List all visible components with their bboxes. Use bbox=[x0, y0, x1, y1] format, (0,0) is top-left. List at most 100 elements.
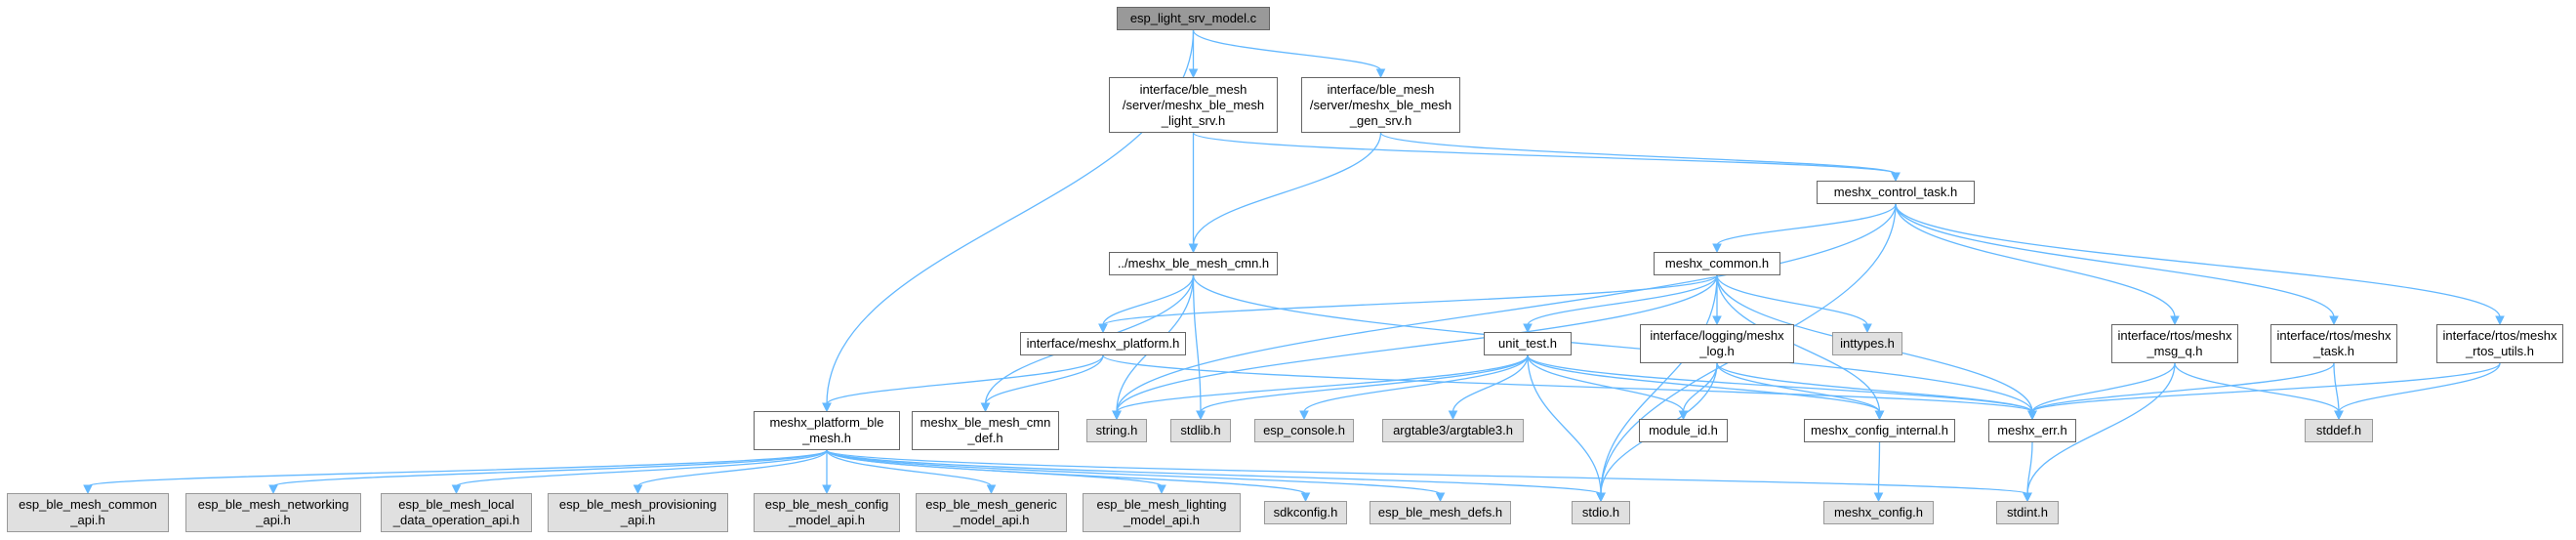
edge-meshx_platform-to-platform_ble bbox=[826, 354, 1104, 405]
arrowhead-meshx_common-to-inttypes bbox=[1862, 323, 1872, 334]
edge-meshx_common-to-string bbox=[1116, 274, 1718, 413]
node-meshx-rtos-utils-h[interactable]: interface/rtos/meshx _rtos_utils.h bbox=[2436, 324, 2563, 363]
edge-meshx_err-to-stdint bbox=[2026, 441, 2033, 495]
arrowhead-meshx_err-to-stdint bbox=[2023, 492, 2032, 503]
arrowhead-control_task-to-meshx_common bbox=[1712, 243, 1722, 254]
arrowhead-platform_ble-to-lighting_model_api bbox=[1157, 484, 1166, 495]
arrowhead-logging-to-config_internal bbox=[1874, 410, 1885, 421]
node-meshx-ble-mesh-light-srv-h[interactable]: interface/ble_mesh /server/meshx_ble_mes… bbox=[1109, 77, 1278, 133]
node-esp-ble-mesh-generic-model-api-h[interactable]: esp_ble_mesh_generic _model_api.h bbox=[916, 493, 1067, 532]
edge-gen_srv-to-control_task bbox=[1379, 132, 1897, 175]
node-meshx-err-h[interactable]: meshx_err.h bbox=[1988, 419, 2076, 442]
node-sdkconfig-h[interactable]: sdkconfig.h bbox=[1264, 501, 1347, 524]
edge-platform_ble-to-generic_model_api bbox=[826, 449, 993, 487]
edge-unit_test-to-module_id bbox=[1527, 354, 1685, 413]
node-meshx-config-h[interactable]: meshx_config.h bbox=[1823, 501, 1934, 524]
arrowhead-platform_ble-to-generic_model_api bbox=[986, 484, 997, 495]
node-esp-ble-mesh-provisioning-api-h[interactable]: esp_ble_mesh_provisioning _api.h bbox=[548, 493, 728, 532]
edge-platform_ble-to-defs bbox=[826, 449, 1442, 495]
arrowhead-platform_ble-to-defs bbox=[1435, 492, 1446, 503]
node-esp-ble-mesh-defs-h[interactable]: esp_ble_mesh_defs.h bbox=[1370, 501, 1511, 524]
node-esp-console-h[interactable]: esp_console.h bbox=[1254, 419, 1354, 442]
node-meshx-control-task-h[interactable]: meshx_control_task.h bbox=[1817, 181, 1975, 204]
arrowhead-rtos_utils-to-meshx_err bbox=[2027, 410, 2037, 421]
edge-platform_ble-to-common_api bbox=[87, 449, 828, 487]
edge-meshx_common-to-unit_test bbox=[1527, 274, 1718, 326]
arrowhead-control_task-to-rtos_utils bbox=[2495, 315, 2505, 326]
node-meshx-ble-mesh-gen-srv-h[interactable]: interface/ble_mesh /server/meshx_ble_mes… bbox=[1301, 77, 1460, 133]
edge-unit_test-to-config_internal bbox=[1527, 354, 1881, 413]
arrowhead-gen_srv-to-ble_mesh_cmn bbox=[1188, 243, 1199, 254]
arrowhead-unit_test-to-argtable3 bbox=[1448, 410, 1458, 421]
node-meshx-platform-h[interactable]: interface/meshx_platform.h bbox=[1020, 332, 1186, 355]
arrowhead-platform_ble-to-config_model_api bbox=[822, 484, 832, 495]
arrowhead-control_task-to-rtos_task bbox=[2329, 315, 2339, 326]
edge-control_task-to-rtos_task bbox=[1895, 203, 2335, 318]
edge-logging-to-config_internal bbox=[1716, 362, 1881, 413]
node-meshx-msg-q-h[interactable]: interface/rtos/meshx _msg_q.h bbox=[2111, 324, 2238, 363]
node-module-id-h[interactable]: module_id.h bbox=[1639, 419, 1728, 442]
edge-meshx_common-to-meshx_platform bbox=[1102, 274, 1718, 326]
arrowhead-meshx_common-to-unit_test bbox=[1523, 323, 1533, 334]
edge-ble_mesh_cmn-to-stdlib bbox=[1192, 274, 1202, 413]
node-stdlib-h[interactable]: stdlib.h bbox=[1170, 419, 1231, 442]
arrowhead-platform_ble-to-provisioning_api bbox=[633, 484, 643, 495]
node-meshx-platform-ble-mesh-h[interactable]: meshx_platform_ble _mesh.h bbox=[754, 411, 900, 450]
edge-platform_ble-to-provisioning_api bbox=[636, 449, 828, 487]
node-meshx-config-internal-h[interactable]: meshx_config_internal.h bbox=[1804, 419, 1955, 442]
node-unit-test-h[interactable]: unit_test.h bbox=[1484, 332, 1572, 355]
edge-control_task-to-string bbox=[1116, 203, 1897, 413]
node-esp-ble-mesh-common-api-h[interactable]: esp_ble_mesh_common _api.h bbox=[7, 493, 169, 532]
node-meshx-task-h[interactable]: interface/rtos/meshx _task.h bbox=[2270, 324, 2397, 363]
edge-unit_test-to-stdio bbox=[1527, 354, 1602, 495]
edge-unit_test-to-esp_console bbox=[1303, 354, 1529, 413]
edge-control_task-to-msg_q bbox=[1895, 203, 2176, 318]
arrowhead-meshx_common-to-meshx_platform bbox=[1098, 323, 1108, 334]
node-string-h[interactable]: string.h bbox=[1086, 419, 1147, 442]
arrowhead-rtos_utils-to-stddef bbox=[2334, 410, 2344, 421]
edge-platform_ble-to-networking_api bbox=[272, 449, 828, 487]
edge-meshx_common-to-stdio bbox=[1600, 274, 1718, 495]
node-stddef-h[interactable]: stddef.h bbox=[2305, 419, 2373, 442]
arrowhead-control_task-to-msg_q bbox=[2170, 315, 2180, 326]
node-inttypes-h[interactable]: inttypes.h bbox=[1832, 332, 1902, 355]
node-stdio-h[interactable]: stdio.h bbox=[1572, 501, 1630, 524]
edge-meshx_platform-to-meshx_err bbox=[1102, 354, 2033, 413]
arrowhead-root-to-light_srv bbox=[1188, 68, 1199, 79]
arrowhead-unit_test-to-stdlib bbox=[1196, 410, 1206, 421]
edge-meshx_common-to-inttypes bbox=[1716, 274, 1868, 326]
edge-rtos_task-to-stddef bbox=[2333, 362, 2340, 413]
node-argtable3-h[interactable]: argtable3/argtable3.h bbox=[1382, 419, 1524, 442]
node-meshx-ble-mesh-cmn-h[interactable]: ../meshx_ble_mesh_cmn.h bbox=[1109, 252, 1278, 275]
edge-root-to-gen_srv bbox=[1192, 29, 1382, 71]
arrowhead-platform_ble-to-sdkconfig bbox=[1300, 492, 1311, 503]
edge-control_task-to-rtos_utils bbox=[1895, 203, 2501, 318]
edge-unit_test-to-argtable3 bbox=[1452, 354, 1529, 413]
edge-config_internal-to-meshx_config bbox=[1877, 441, 1881, 495]
edge-meshx_platform-to-cmn_def bbox=[984, 354, 1104, 405]
edge-msg_q-to-stdint bbox=[2026, 362, 2176, 495]
edge-rtos_utils-to-stddef bbox=[2338, 362, 2501, 413]
arrowhead-gen_srv-to-control_task bbox=[1891, 172, 1901, 183]
edge-platform_ble-to-sdkconfig bbox=[826, 449, 1307, 495]
arrowhead-unit_test-to-esp_console bbox=[1299, 410, 1309, 421]
edge-msg_q-to-meshx_err bbox=[2031, 362, 2176, 413]
node-esp-ble-mesh-networking-api-h[interactable]: esp_ble_mesh_networking _api.h bbox=[185, 493, 361, 532]
node-esp-light-srv-model-c[interactable]: esp_light_srv_model.c bbox=[1117, 7, 1270, 30]
node-esp-ble-mesh-lighting-model-api-h[interactable]: esp_ble_mesh_lighting _model_api.h bbox=[1083, 493, 1241, 532]
arrowhead-meshx_common-to-logging bbox=[1712, 315, 1722, 326]
node-esp-ble-mesh-config-model-api-h[interactable]: esp_ble_mesh_config _model_api.h bbox=[754, 493, 900, 532]
node-meshx-common-h[interactable]: meshx_common.h bbox=[1654, 252, 1780, 275]
node-stdint-h[interactable]: stdint.h bbox=[1996, 501, 2059, 524]
edge-rtos_task-to-meshx_err bbox=[2031, 362, 2335, 413]
node-esp-ble-mesh-local-data-operation-api-h[interactable]: esp_ble_mesh_local _data_operation_api.h bbox=[381, 493, 532, 532]
node-meshx-ble-mesh-cmn-def-h[interactable]: meshx_ble_mesh_cmn _def.h bbox=[912, 411, 1059, 450]
edge-gen_srv-to-ble_mesh_cmn bbox=[1192, 132, 1382, 246]
arrowhead-platform_ble-to-local_data_api bbox=[451, 484, 462, 495]
arrowhead-meshx_platform-to-cmn_def bbox=[980, 402, 991, 413]
edge-unit_test-to-string bbox=[1116, 354, 1529, 413]
node-meshx-log-h[interactable]: interface/logging/meshx _log.h bbox=[1640, 324, 1794, 363]
edge-logging-to-meshx_err bbox=[1716, 362, 2033, 413]
